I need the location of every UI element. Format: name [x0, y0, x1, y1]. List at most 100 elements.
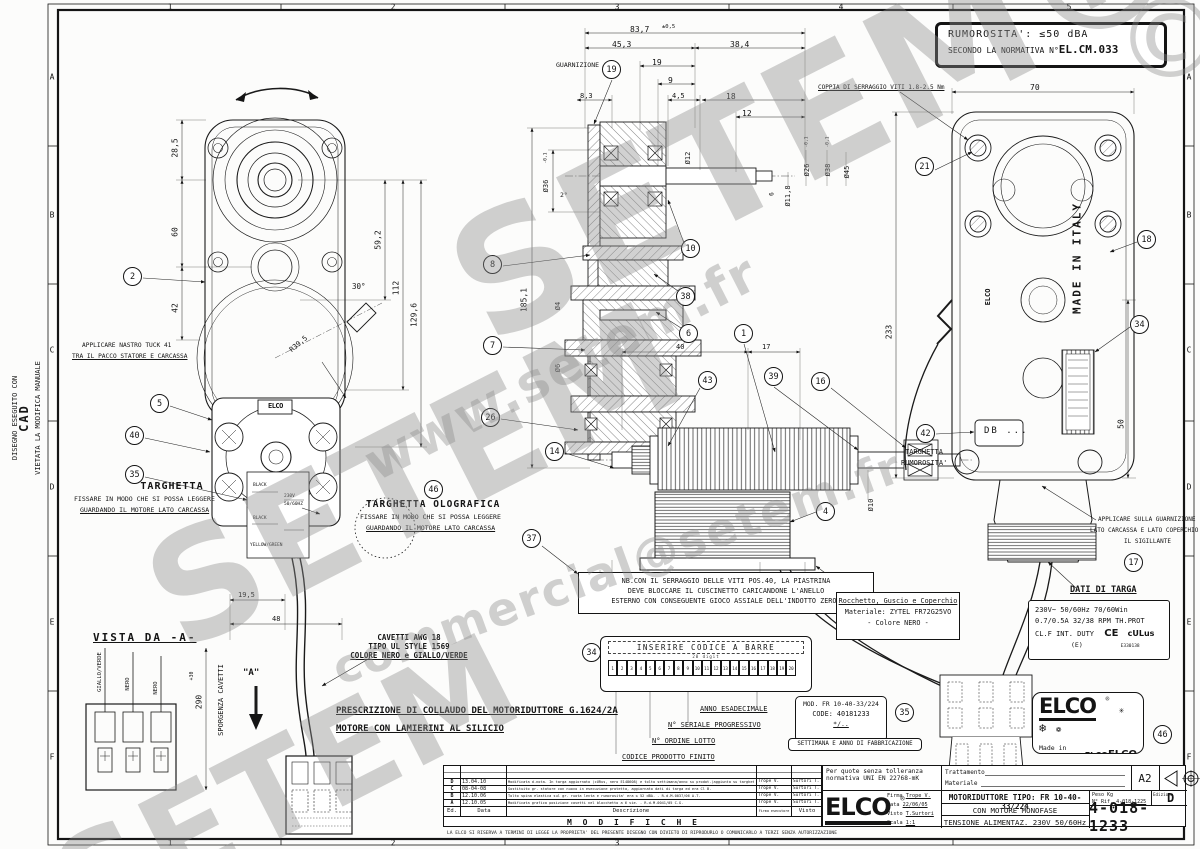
grid-row-b: B — [49, 210, 55, 220]
drawing-title-2: CON MOTORE MONOFASE — [941, 804, 1089, 816]
note-olografica-1: FISSARE IN MODO CHE SI POSSA LEGGERE — [360, 513, 501, 521]
barcode-cell: 9 — [683, 660, 693, 676]
grid-col-4: 4 — [838, 2, 844, 12]
mod-header-desc: Descrizione — [612, 808, 650, 814]
mod-line2: CODE: 40181233 — [812, 710, 870, 718]
noise-spec-box: RUMOROSITA': ≤50 dBA SECONDO LA NORMATIV… — [935, 22, 1167, 68]
barcode-cell: 10 — [692, 660, 702, 676]
dim-290-tol: +30 — [189, 671, 196, 681]
tolerance-line1: Per quote senza tolleranza — [826, 768, 923, 775]
motor-label-black1: BLACK — [253, 483, 267, 488]
motor-label-black2: BLACK — [253, 516, 267, 521]
scala-value: 1:1 — [905, 819, 916, 826]
balloon-42: 42 — [916, 424, 935, 443]
grid-col-3: 3 — [614, 2, 620, 12]
dim-12: 12 — [742, 109, 752, 118]
balloon-26: 26 — [481, 408, 500, 427]
mod-row-desc: Modificata grafica posizione cavetti nel… — [508, 800, 684, 805]
ul-mark-icon: cULus — [1127, 629, 1155, 638]
elco-logo-reg: ® — [900, 795, 905, 803]
nb-note-box: NB.CON IL SERRAGGIO DELLE VITI POS.40, L… — [578, 572, 874, 614]
mod-row-firma: Trope V. — [758, 800, 780, 805]
grid-row-d-r: D — [1186, 482, 1192, 492]
note-applicare-1: APPLICARE SULLA GUARNIZIONE — [1098, 516, 1196, 523]
balloon-2: 2 — [123, 267, 142, 286]
mod-header-data: Data — [477, 808, 491, 814]
rocchetto-line1: Rocchetto, Guscio e Coperchio — [838, 597, 958, 605]
barcode-cell: 13 — [720, 660, 731, 676]
rif-line: N° Rif. 4-018-1225 — [1092, 799, 1146, 805]
section-label-a: "A" — [243, 668, 260, 678]
balloon-34: 34 — [1130, 315, 1149, 334]
note-applicare-2: LATO CARCASSA E LATO COPERCHIO — [1090, 527, 1199, 534]
dim-48: 48 — [272, 615, 281, 623]
dim-60: 60 — [170, 227, 180, 237]
dim-28-5: 28,5 — [170, 138, 180, 158]
barcode-cell: 4 — [636, 660, 646, 676]
barcode-cell: 11 — [701, 660, 712, 676]
note-cavetti-3: COLORE NERO e GIALLO/VERDE — [350, 651, 468, 660]
grid-row-e-r: E — [1186, 617, 1192, 627]
side-strip-cad: CAD — [17, 404, 32, 432]
balloon-40: 40 — [125, 426, 144, 445]
drawing-title-3: TENSIONE ALIMENTAZ. 230V 50/60Hz — [943, 818, 1087, 827]
note-coppia: COPPIA DI SERRAGGIO VITI 1.8-2.5 Nm — [818, 84, 945, 91]
barcode-cell: 19 — [777, 660, 787, 676]
nb-line2: DEVE BLOCCARE IL CUSCINETTO CARICANDONE … — [627, 587, 825, 595]
mod-row-visto: Surtori T. — [793, 800, 820, 805]
nb-line3: ESTERNO CON CONSEGUENTE GIOCO ASSIALE DE… — [611, 597, 841, 605]
mod-row-visto: Surtori T. — [793, 793, 820, 798]
settimana-box: SETTIMANA E ANNO DI FABBRICAZIONE — [788, 738, 922, 751]
note-applicare-3: IL SIGILLANTE — [1124, 538, 1171, 545]
grid-row-d: D — [49, 482, 55, 492]
grid-col-1b: 1 — [167, 838, 173, 848]
dim-dia38-tol: -0,1 — [825, 136, 831, 148]
dim-129-6: 129,6 — [409, 302, 419, 328]
holo-snow1-icon: ✳ — [1118, 706, 1125, 716]
note-nastro-2: TRA IL PACCO STATORE E CARCASSA — [72, 353, 188, 360]
holo-made: Made in italy — [1039, 744, 1067, 753]
dim-2deg: 2° — [560, 191, 568, 199]
mod-row-firma: Trope V. — [758, 793, 780, 798]
dim-dia26-tol: -0,1 — [804, 136, 810, 148]
mod-code-box: MOD. FR 10-40-33/224 CODE: 40181233 */.. — [795, 696, 887, 742]
balloon-5: 5 — [150, 394, 169, 413]
mod-row-ed: D — [450, 779, 454, 785]
balloon-39: 39 — [764, 367, 783, 386]
balloon-34-barcode: 34 — [582, 643, 601, 662]
mod-row-data: 12.10.06 — [462, 793, 487, 799]
noise-line2-prefix: SECONDO LA NORMATIVA N° — [948, 46, 1059, 55]
dim-dia4: Ø4 — [553, 301, 562, 311]
mod-row-desc: Tolto spina elastica sul gr. ruota lenta… — [508, 793, 701, 798]
drawing-number: 4-018-1233 — [1089, 799, 1150, 835]
barcode-label-lotto: N° ORDINE LOTTO — [652, 737, 716, 745]
dim-dia36: Ø36 — [541, 179, 550, 193]
projection-symbol-icon — [1164, 770, 1200, 787]
note-guarnizione: GUARNIZIONE — [556, 61, 600, 69]
targa-line1: 230V~ 50/60Hz 70/60Win — [1035, 606, 1128, 614]
wire-label-3: NERO — [152, 681, 159, 695]
balloon-46-holo: 46 — [1153, 725, 1172, 744]
rocchetto-box: Rocchetto, Guscio e Coperchio Materiale:… — [836, 592, 960, 640]
sheet-format: A2 — [1138, 772, 1152, 785]
mod-row-visto: Surtori T. — [793, 779, 820, 784]
ul-file-number: E330138 — [1120, 644, 1140, 649]
dim-9: 9 — [668, 76, 673, 85]
holo-label-box: ELCO ® ✳ ❄ ❁ Made in italy ELCO ELCO — [1032, 692, 1144, 754]
mod-row-data: 12.10.05 — [462, 800, 487, 806]
property-note: LA ELCO SI RISERVA A TERMINI DI LEGGE LA… — [447, 831, 837, 836]
barcode-cell: 17 — [758, 660, 768, 676]
barcode-cell: 5 — [645, 660, 655, 676]
balloon-7: 7 — [483, 336, 502, 355]
dim-30deg: 30° — [352, 282, 366, 291]
materiale-label: Materiale — [945, 780, 978, 787]
targa-box: 230V~ 50/60Hz 70/60Win 0.7/0.5A 32/38 RP… — [1028, 600, 1170, 660]
grid-row-f-r: F — [1186, 752, 1192, 762]
dim-70: 70 — [1030, 83, 1040, 92]
note-prescrizione-2: MOTORE CON LAMIERINI AL SILICIO — [336, 724, 504, 734]
rocchetto-line2: Materiale: ZYTEL FR72G25VO — [844, 608, 952, 616]
rocchetto-line3: - Colore NERO - — [867, 619, 929, 627]
balloon-46: 46 — [424, 480, 443, 499]
